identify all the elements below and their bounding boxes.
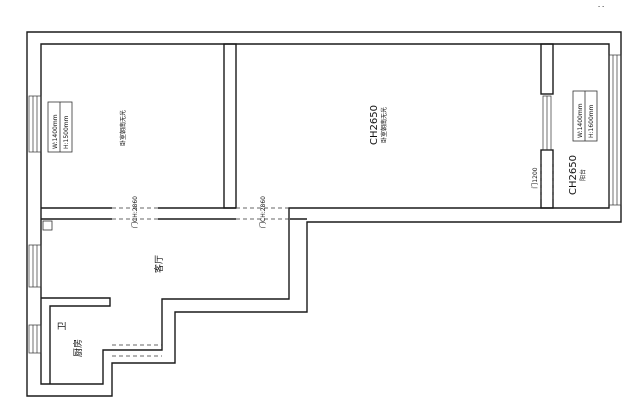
room-balcony-ceiling: CH2650 — [568, 155, 579, 195]
window-balcony — [608, 54, 622, 206]
wall-balcony-partition — [540, 43, 554, 95]
room-living-name: 卧室朝南无光 — [380, 107, 388, 143]
corner-mark: - - — [598, 3, 604, 10]
column-mark — [42, 220, 53, 231]
wall-bathroom — [41, 297, 111, 384]
door-openings — [112, 160, 554, 357]
exterior-walls — [26, 31, 622, 397]
wall-bedroom-partition — [223, 43, 237, 209]
exterior-wall-outer — [26, 31, 622, 397]
window-tag-right: W:1400mm H:1600mm — [572, 90, 598, 142]
window-bathroom — [28, 324, 42, 354]
room-balcony-name: 阳台 — [579, 169, 587, 181]
wall-balcony-partition-low — [540, 149, 554, 209]
exterior-wall-inner — [40, 43, 610, 385]
window-bedroom-inner — [542, 95, 552, 151]
interior-walls — [41, 43, 554, 384]
window-tag-left-line2: H:1500mm — [63, 115, 70, 149]
door-tag-balcony: 门1200 — [531, 167, 539, 188]
window-tag-left-line1: W:1400mm — [52, 114, 59, 149]
door-tag-2: 门CH:2860 — [259, 196, 267, 228]
room-kitchen-name: 厨房 — [72, 339, 84, 357]
window-hall — [28, 244, 42, 288]
windows — [28, 54, 622, 354]
window-tag-right-line2: H:1600mm — [588, 104, 595, 138]
window-tag-left: W:1400mm H:1500mm — [47, 101, 73, 153]
window-tag-right-line1: W:1400mm — [577, 103, 584, 138]
room-bathroom-name: 卫 — [58, 321, 68, 330]
window-left-bedroom — [28, 95, 42, 153]
room-left-bedroom-name: 卧室朝南无光 — [119, 110, 127, 146]
door-tag-1: 门CH:2860 — [131, 196, 139, 228]
room-living-ceiling: CH2650 — [369, 105, 380, 145]
room-hall-name: 客厅 — [153, 255, 165, 273]
